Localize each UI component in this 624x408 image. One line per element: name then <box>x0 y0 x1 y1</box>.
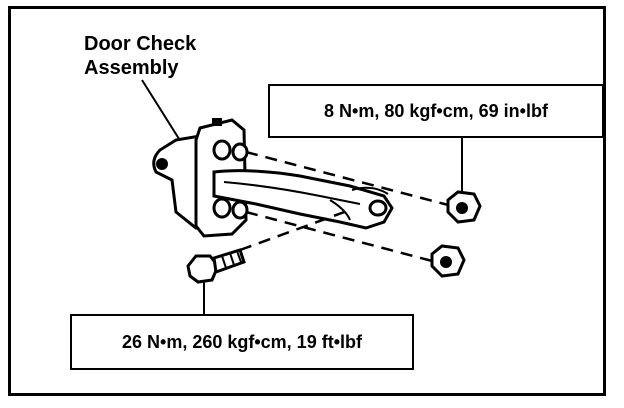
bolt-torque-spec: 26 N•m, 260 kgf•cm, 19 ft•lbf <box>70 314 414 370</box>
bolt-icon <box>186 248 246 314</box>
mounting-bracket <box>152 118 249 238</box>
label-line-1: Door Check <box>84 33 197 55</box>
door-check-assembly-label: Door Check Assembly <box>84 32 196 80</box>
alignment-lines <box>239 150 453 264</box>
label-line-2: Assembly <box>84 57 179 79</box>
upper-nut-icon <box>446 138 482 224</box>
lower-nut-icon <box>430 244 466 278</box>
nut-torque-spec: 8 N•m, 80 kgf•cm, 69 in•lbf <box>268 84 604 138</box>
